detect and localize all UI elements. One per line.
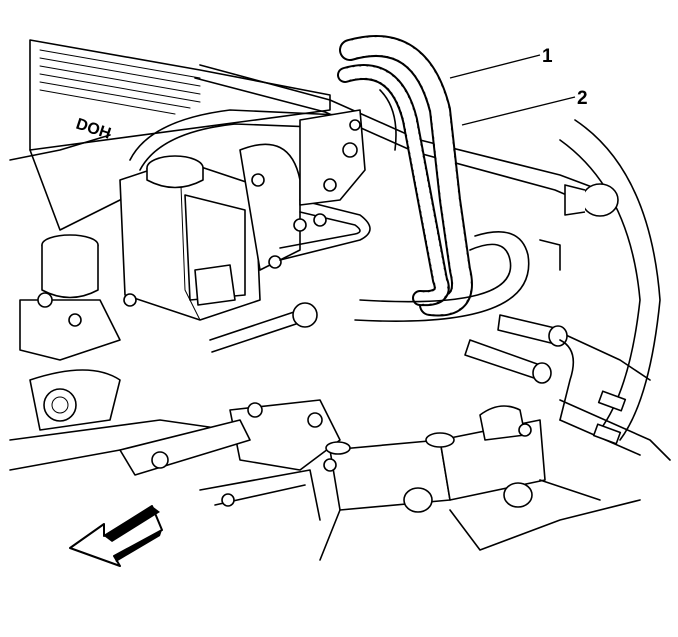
reservoir-module xyxy=(119,143,307,321)
cooler-line-fittings xyxy=(464,314,575,421)
leader-line-1 xyxy=(449,54,541,79)
engine-left-components xyxy=(9,234,231,471)
u-shaped-pipe xyxy=(354,231,530,322)
callout-leaders xyxy=(449,54,576,126)
lower-crossmember xyxy=(119,399,641,561)
transmission-housing xyxy=(539,119,671,461)
callout-1-label: 1 xyxy=(542,46,553,67)
front-of-vehicle-arrow-icon xyxy=(69,505,163,567)
callout-2-label: 2 xyxy=(577,88,588,109)
engine-cover-label: DOH xyxy=(74,116,113,143)
leader-line-2 xyxy=(461,96,576,126)
wiring-harness xyxy=(337,35,473,317)
mounting-bracket xyxy=(299,109,366,227)
